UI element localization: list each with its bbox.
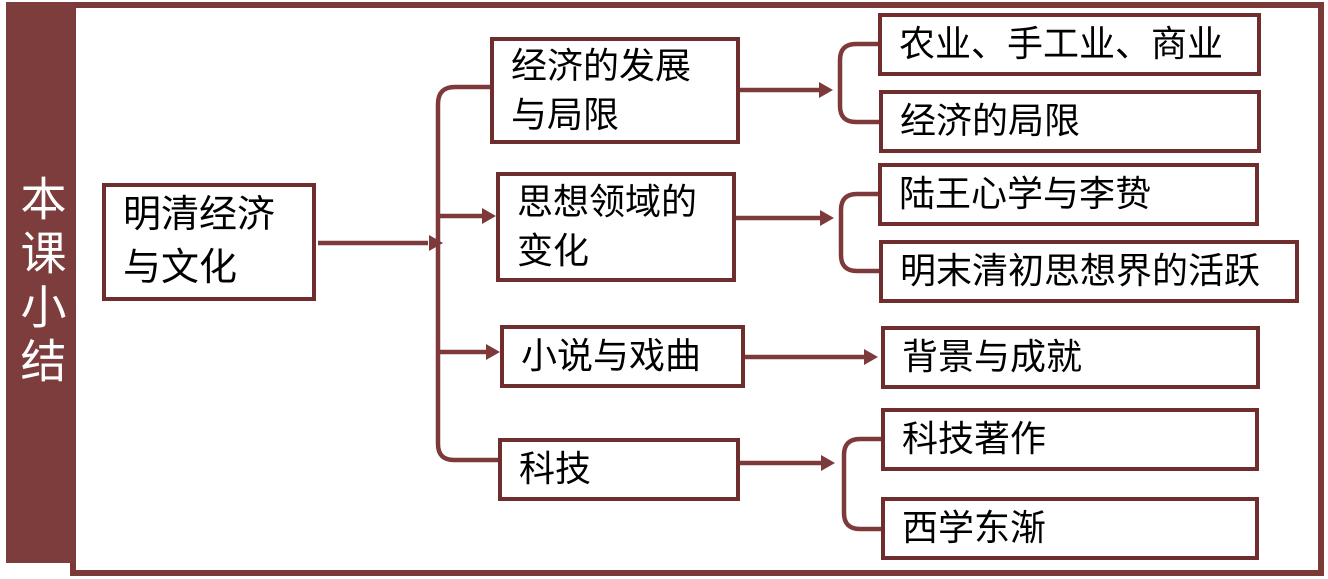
- branch2-arrowhead: [482, 208, 496, 224]
- leaf-node-western-learning-east: 西学东渐: [881, 497, 1259, 560]
- lesson-summary-sidebar: 本课小结: [6, 2, 75, 563]
- branch4-bracket: [841, 436, 881, 532]
- branch-node-economic-development-limits: 经济的发展 与局限: [490, 37, 740, 144]
- leaf-node-luwang-school-lizhi: 陆王心学与李贽: [878, 163, 1259, 226]
- trunk-line: [435, 84, 498, 463]
- branch-node-science-technology: 科技: [498, 438, 740, 501]
- root-node-ming-qing-economy-culture: 明清经济 与文化: [102, 183, 316, 301]
- branch3-arrowhead: [486, 344, 500, 360]
- branch1-bracket: [837, 41, 879, 125]
- leaf-node-background-achievements: 背景与成就: [881, 326, 1260, 389]
- root-arrowhead: [429, 235, 443, 251]
- sidebar-title: 本课小结: [14, 174, 67, 391]
- leaf-node-economic-limits: 经济的局限: [879, 90, 1261, 153]
- branch-node-novels-opera: 小说与戏曲: [500, 325, 745, 388]
- branch2-bracket: [838, 191, 879, 274]
- branch2-child-arrowhead: [820, 210, 834, 226]
- leaf-node-late-ming-early-qing-thought: 明末清初思想界的活跃: [879, 240, 1299, 303]
- branch4-child-arrowhead: [821, 455, 835, 471]
- branch-node-thought-changes: 思想领域的 变化: [496, 172, 736, 282]
- leaf-node-agriculture-handicraft-commerce: 农业、手工业、商业: [878, 13, 1261, 76]
- branch1-child-arrowhead: [819, 82, 833, 98]
- leaf-node-science-works: 科技著作: [881, 408, 1259, 471]
- branch3-child-arrowhead: [864, 349, 878, 365]
